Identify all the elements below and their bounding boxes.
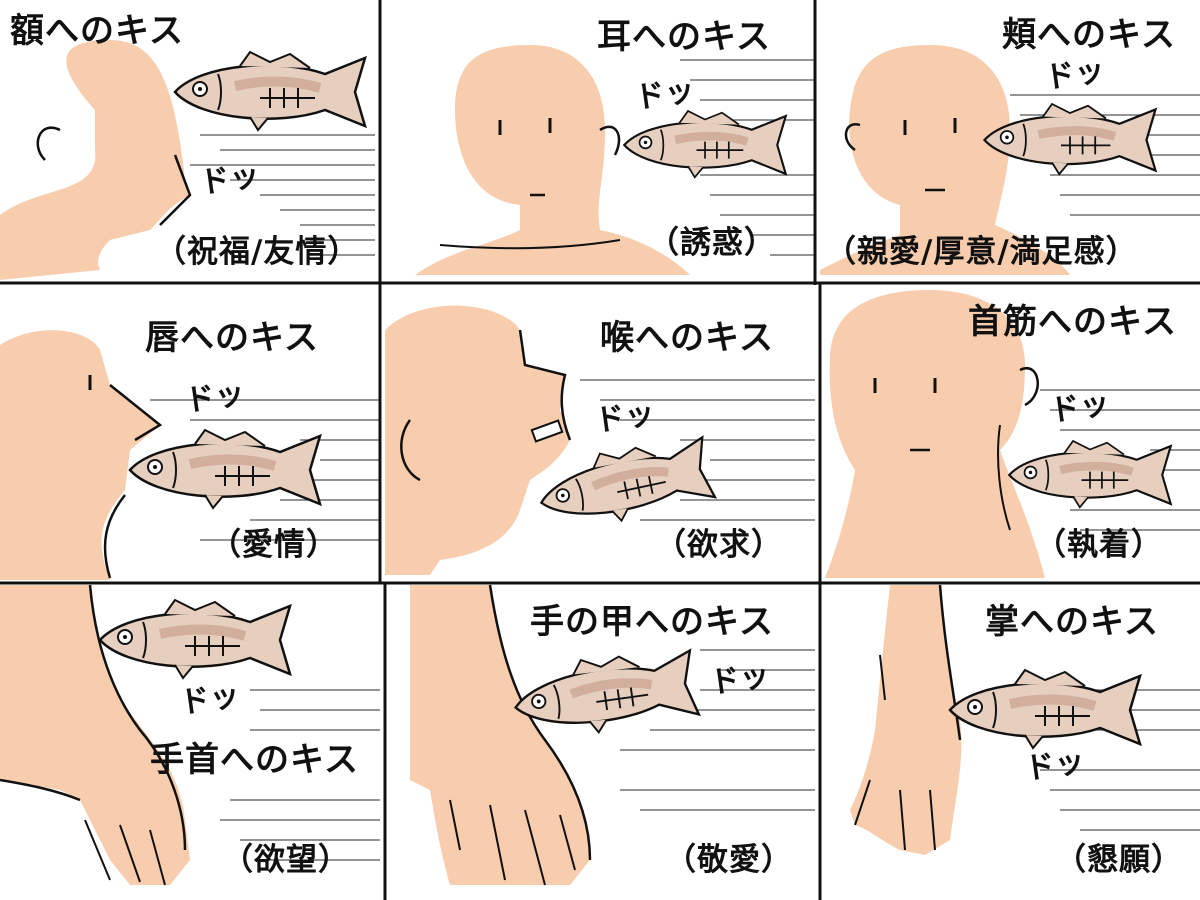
panel-meaning: （執着） <box>1035 527 1163 563</box>
figure-forehead <box>0 40 192 280</box>
panel-title: 頬へのキス <box>1002 15 1176 55</box>
panel-throat: 喉へのキス ドッ （欲求） <box>380 283 820 583</box>
panel-title: 手の甲へのキス <box>530 602 774 642</box>
sfx-text: ドッ <box>592 396 658 440</box>
sfx-text: ドッ <box>707 658 773 702</box>
panel-title: 耳へのキス <box>597 17 771 57</box>
panel-title: 喉へのキス <box>600 318 774 358</box>
panel-title: 額へのキス <box>10 11 184 51</box>
panel-meaning: （誘惑） <box>648 225 776 261</box>
panel-cheek: 頬へのキス ドッ （親愛/厚意/満足感） <box>815 0 1200 283</box>
sfx-text: ドッ <box>182 376 248 420</box>
panel-meaning: （親愛/厚意/満足感） <box>825 234 1138 270</box>
panel-meaning: （懇願） <box>1055 842 1183 878</box>
figure-nape <box>825 290 1045 578</box>
panel-nape: 首筋へのキス ドッ （執着） <box>820 283 1200 583</box>
sfx-text: ドッ <box>632 72 698 117</box>
speed-lines-7 <box>220 689 380 861</box>
panel-meaning: （敬愛） <box>665 842 793 878</box>
panel-meaning: （欲求） <box>655 527 783 563</box>
figure-throat <box>385 305 572 575</box>
panel-title: 掌へのキス <box>985 602 1159 642</box>
figure-palm <box>850 584 962 855</box>
sfx-text: ドッ <box>1047 386 1113 430</box>
speed-lines-8 <box>620 649 815 811</box>
sfx-text: ドッ <box>177 678 243 722</box>
panel-title: 唇へのキス <box>145 318 319 358</box>
panel-palm: 掌へのキス ドッ （懇願） <box>820 583 1200 900</box>
panel-lips: 唇へのキス ドッ （愛情） <box>0 283 380 583</box>
figure-back-of-hand <box>410 584 592 886</box>
speed-lines-6 <box>1040 389 1200 531</box>
panel-wrist: 手首へのキス ドッ （欲望） <box>0 583 385 900</box>
speed-lines-1 <box>190 134 375 256</box>
panel-title: 手首へのキス <box>150 740 359 780</box>
panel-title: 首筋へのキス <box>968 302 1177 342</box>
figure-wrist <box>0 584 190 886</box>
sfx-text: ドッ <box>1042 52 1108 97</box>
panel-meaning: （欲望） <box>222 842 350 878</box>
figure-ear <box>415 45 690 275</box>
panel-meaning: （愛情） <box>210 527 338 563</box>
panel-forehead: 額へのキス ドッ （祝福/友情） <box>0 0 380 283</box>
panel-meaning: （祝福/友情） <box>155 234 360 270</box>
speed-lines-2 <box>680 59 815 256</box>
figure-lips <box>0 330 163 580</box>
panel-back-of-hand: 手の甲へのキス ドッ （敬愛） <box>385 583 820 900</box>
panel-ear: 耳へのキス ドッ （誘惑） <box>380 0 815 283</box>
sfx-text: ドッ <box>197 157 263 202</box>
figure-cheek <box>820 45 1070 275</box>
sfx-text: ドッ <box>1022 744 1088 788</box>
